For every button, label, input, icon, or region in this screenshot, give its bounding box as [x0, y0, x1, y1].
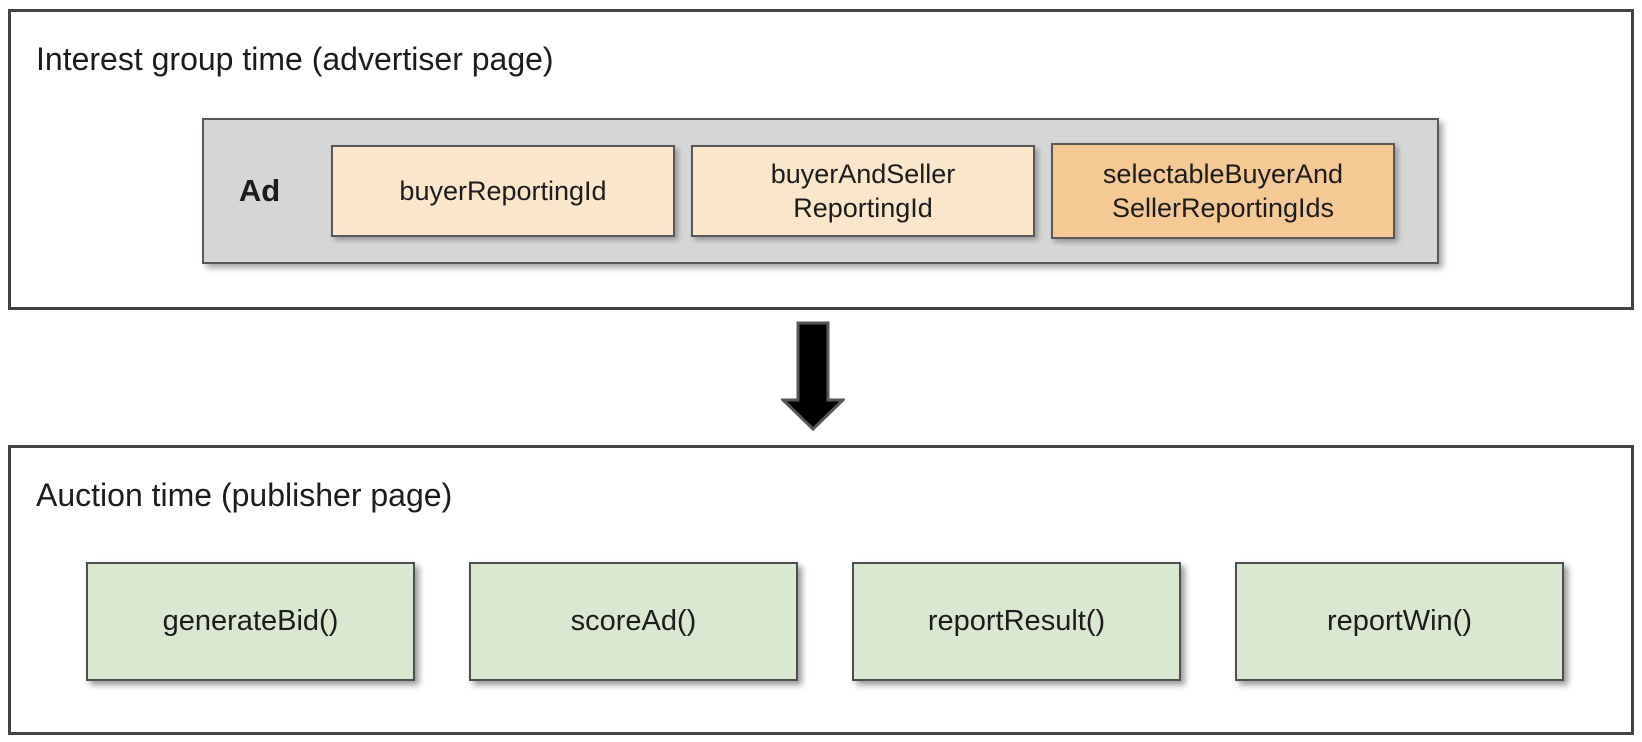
report-win-box: reportWin(): [1235, 562, 1564, 681]
generate-bid-box: generateBid(): [86, 562, 415, 681]
score-ad-box: scoreAd(): [469, 562, 798, 681]
interest-group-panel-title: Interest group time (advertiser page): [36, 41, 554, 77]
down-arrow-icon: [781, 321, 845, 432]
ad-label: Ad: [238, 173, 281, 208]
ad-container: Ad buyerReportingId buyerAndSeller Repor…: [202, 118, 1439, 264]
buyer-and-seller-reporting-id-box: buyerAndSeller ReportingId: [691, 145, 1035, 237]
report-result-box: reportResult(): [852, 562, 1181, 681]
selectable-buyer-and-seller-reporting-ids-box: selectableBuyerAnd SellerReportingIds: [1051, 143, 1395, 239]
buyer-reporting-id-box: buyerReportingId: [331, 145, 675, 237]
auction-panel: Auction time (publisher page) generateBi…: [8, 445, 1634, 735]
auction-panel-title: Auction time (publisher page): [36, 477, 453, 513]
function-box-row: generateBid() scoreAd() reportResult() r…: [86, 562, 1564, 681]
interest-group-panel: Interest group time (advertiser page) Ad…: [8, 9, 1634, 310]
